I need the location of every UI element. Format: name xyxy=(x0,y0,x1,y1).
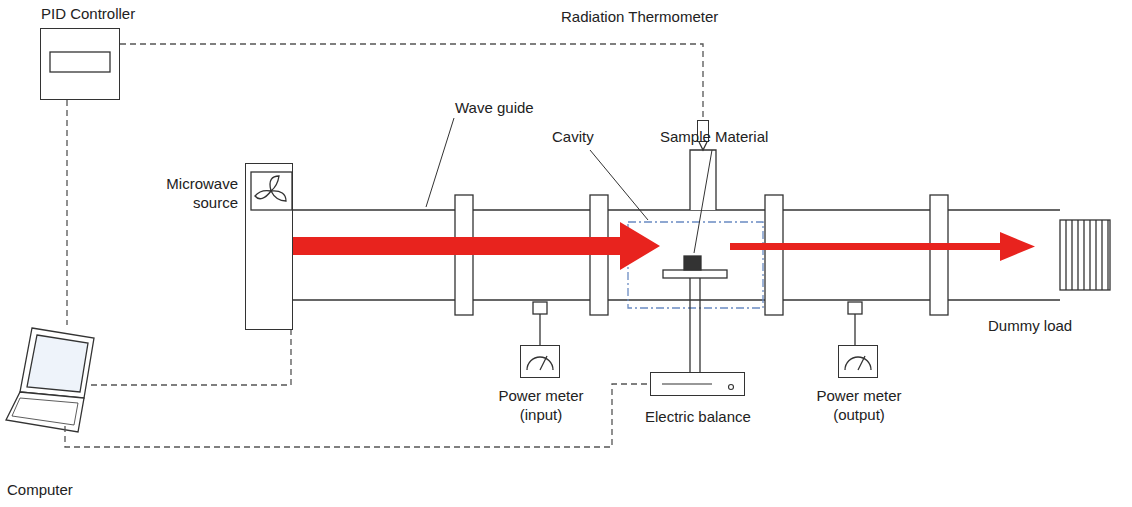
wave-guide xyxy=(765,195,783,315)
dummy-load-body xyxy=(1066,220,1108,290)
microwave-flow-arrow xyxy=(730,232,1035,261)
power-meter: Power meter (input) xyxy=(520,345,560,378)
cavity-outline xyxy=(628,222,763,308)
dummy-load-body xyxy=(1060,220,1110,290)
magnetron-fan xyxy=(251,172,292,210)
magnetron-fan xyxy=(270,176,279,191)
microwave-flow-arrow xyxy=(292,222,660,270)
pid-display xyxy=(50,52,110,72)
dummy-load-body xyxy=(1107,220,1108,290)
balance-detail xyxy=(729,385,734,390)
pid-display xyxy=(50,52,110,72)
signal-line xyxy=(91,330,291,385)
signal-line xyxy=(65,384,650,447)
power-meter-sensor xyxy=(858,356,865,370)
power-meter: Power meter (output) xyxy=(838,345,878,378)
node-label: Electric balance xyxy=(645,407,738,426)
power-meter-sensor xyxy=(527,357,553,370)
laptop-computer xyxy=(27,335,88,392)
signal-line xyxy=(120,44,703,120)
sample-holder xyxy=(684,256,701,270)
magnetron-fan xyxy=(255,191,271,199)
dummy-load-body xyxy=(1077,220,1078,290)
microwave-flow-arrow xyxy=(292,222,1035,270)
electric-balance: Electric balance xyxy=(650,372,745,396)
leader-line xyxy=(426,118,454,207)
part-label: Cavity xyxy=(552,127,594,146)
wave-guide xyxy=(292,150,1060,315)
node-label: PID Controller xyxy=(41,4,119,23)
part-label: Sample Material xyxy=(660,127,768,146)
sample-holder xyxy=(663,256,727,372)
dummy-load-body xyxy=(1065,220,1066,290)
dummy-load-body xyxy=(1095,220,1096,290)
laptop-computer xyxy=(20,328,94,398)
node-label: Radiation Thermometer xyxy=(561,7,571,26)
signal-line xyxy=(66,100,67,325)
node-label: Dummy load xyxy=(988,316,1038,335)
sample-holder xyxy=(689,278,690,372)
leader-line xyxy=(694,150,712,253)
power-meter-sensor xyxy=(848,302,862,314)
magnetron-fan xyxy=(251,172,292,210)
node-label: Microwave source xyxy=(148,174,238,212)
dummy-load-body xyxy=(1060,220,1110,290)
computer: Computer xyxy=(5,325,95,432)
magnetron-fan xyxy=(271,191,286,201)
power-meter-sensor xyxy=(527,302,871,370)
sample-holder xyxy=(663,270,727,278)
dummy-load-body xyxy=(1071,220,1072,290)
microwave-source-box: Microwave source xyxy=(245,163,293,330)
laptop-computer xyxy=(6,328,94,432)
dummy-load-body xyxy=(1101,220,1102,290)
laptop-computer xyxy=(12,398,78,425)
part-label: Wave guide xyxy=(455,98,534,117)
power-meter-sensor xyxy=(533,302,547,314)
power-meter-sensor xyxy=(845,357,871,370)
laptop-computer xyxy=(6,392,84,432)
leader-line xyxy=(590,150,648,220)
balance-detail xyxy=(662,383,712,384)
wave-guide xyxy=(930,195,948,315)
dummy-load-body xyxy=(1083,220,1084,290)
balance-detail xyxy=(662,384,734,390)
dummy-load-body xyxy=(1089,220,1090,290)
power-meter-sensor xyxy=(854,314,855,345)
sample-holder xyxy=(699,278,700,372)
controller-box: PID Controller xyxy=(40,28,120,100)
dummy-load: Dummy load xyxy=(1060,220,1110,290)
node-label: Power meter (output) xyxy=(799,386,919,424)
node-label: Computer xyxy=(7,480,97,499)
node-label: Power meter (input) xyxy=(481,386,601,424)
power-meter-sensor xyxy=(540,356,547,370)
power-meter-sensor xyxy=(539,314,540,345)
